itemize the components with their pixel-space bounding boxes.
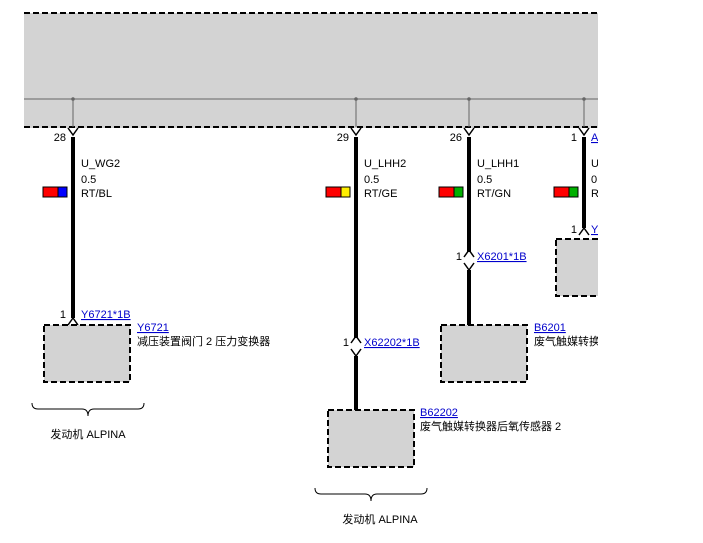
wire-cross-section: 0.5 [364,174,379,186]
component-box-b6201[interactable] [440,324,528,383]
junction-dot [354,97,358,101]
wire-signal-u-lhh1: U_LHH1 [477,158,519,170]
pin-number-26: 26 [450,132,462,144]
wire-u-wg2[interactable] [67,127,79,326]
component-desc-b6201: 废气触媒转换 [534,334,600,348]
wire-signal-right: U [591,158,599,170]
wire-color-swatch-right [453,186,464,198]
wire-u-lhh1[interactable] [463,127,475,325]
component-box-b62202[interactable] [327,409,415,468]
wire-color-swatch-right [340,186,351,198]
wire-top-link[interactable]: A [591,132,599,144]
component-link-y6721[interactable]: Y6721 [137,322,169,334]
pin-number-29: 29 [337,132,349,144]
group-label: 发动机 ALPINA [342,512,418,526]
wire-cross-section: 0 [591,174,597,186]
wire-signal-u-wg2: U_WG2 [81,158,120,170]
connector-pin-number: 1 [456,251,462,263]
junction-dot [467,97,471,101]
wire-color-code: RT/BL [81,188,112,200]
wire-cross-section: 0.5 [81,174,96,186]
group-brace [314,487,428,502]
connector-link-y6721-1b[interactable]: Y6721*1B [81,309,131,321]
wire-color-swatch-left [438,186,455,198]
pin-number-28: 28 [54,132,66,144]
wire-signal-u-lhh2: U_LHH2 [364,158,406,170]
connector-pin-number: 1 [60,309,66,321]
wire-color-swatch-left [42,186,59,198]
wire-color-swatch-right [568,186,579,198]
wire-right-cut[interactable] [578,127,590,236]
connector-link-right[interactable]: Y [591,224,599,236]
wire-cross-section: 0.5 [477,174,492,186]
component-link-b62202[interactable]: B62202 [420,407,458,419]
pin-number-1: 1 [571,132,577,144]
group-label: 发动机 ALPINA [50,427,126,441]
wire-color-code: RT/GN [477,188,511,200]
wire-color-swatch-right [57,186,68,198]
connector-pin-number: 1 [571,224,577,236]
junction-dot [71,97,75,101]
connector-link-x62202-1b[interactable]: X62202*1B [364,337,420,349]
control-unit-box [24,13,598,128]
junction-dot [582,97,586,101]
component-desc-b62202: 废气触媒转换器后氧传感器 2 [420,419,561,433]
component-desc-y6721: 减压装置阀门 2 压力变换器 [137,334,270,348]
wire-color-swatch-left [325,186,342,198]
component-link-b6201[interactable]: B6201 [534,322,566,334]
wire-color-code: R [591,188,599,200]
component-box-right[interactable] [555,238,642,297]
group-brace [31,402,145,417]
connector-link-x6201-1b[interactable]: X6201*1B [477,251,527,263]
connector-pin-number: 1 [343,337,349,349]
wire-u-lhh2[interactable] [350,127,362,410]
wire-color-swatch-left [553,186,570,198]
wire-color-code: RT/GE [364,188,397,200]
component-box-y6721[interactable] [43,324,131,383]
